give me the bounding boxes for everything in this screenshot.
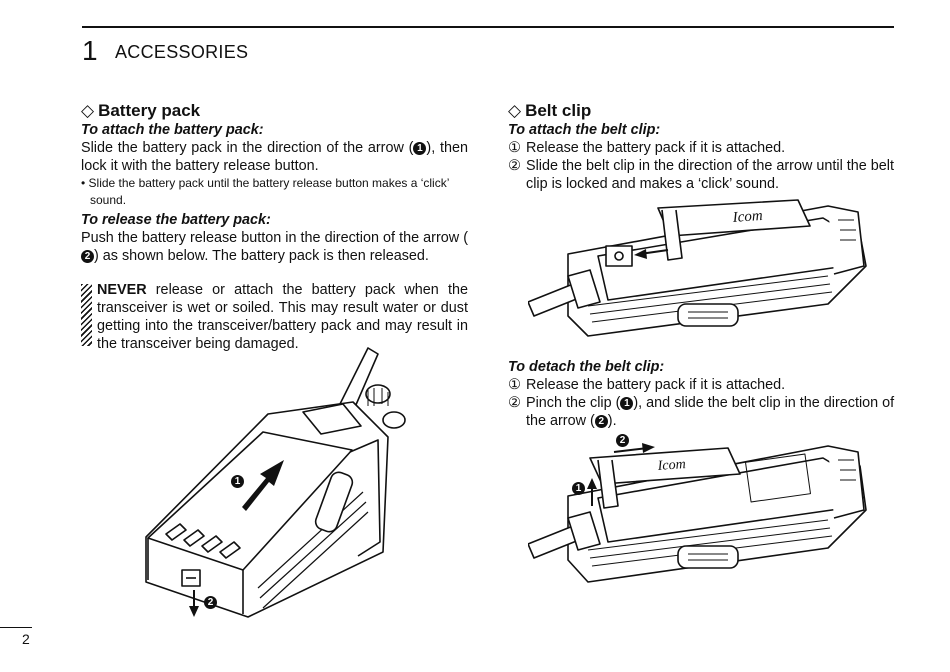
attach-clip-heading: To attach the belt clip:	[508, 122, 661, 138]
battery-pack-figure: 1 2	[138, 342, 418, 627]
battery-pack-section: ◇Battery pack To attach the battery pack…	[81, 101, 468, 353]
footer-rule	[0, 627, 32, 628]
figure-marker-1: 1	[572, 482, 585, 495]
figure-marker-1: 1	[231, 475, 244, 488]
attach-battery-note: • Slide the battery pack until the batte…	[81, 176, 449, 207]
battery-pack-title: ◇Battery pack	[81, 101, 201, 120]
icom-logo: Icom	[656, 457, 686, 474]
chapter-title: ACCESSORIES	[115, 42, 249, 62]
marker-2: 2	[81, 250, 94, 263]
marker-2: 2	[594, 415, 608, 428]
warning-block: NEVER release or attach the battery pack…	[81, 281, 468, 353]
attach-clip-figure: Icom	[528, 196, 873, 346]
marker-1: 1	[620, 397, 634, 410]
release-battery-text: Push the battery release button in the d…	[81, 230, 468, 264]
page-number: 2	[22, 631, 30, 647]
attach-battery-text: Slide the battery pack in the direction …	[81, 140, 468, 174]
icom-logo: Icom	[731, 208, 763, 226]
chapter-number: 1	[82, 35, 98, 66]
marker-1: 1	[413, 142, 427, 155]
diamond-icon: ◇	[81, 101, 95, 120]
warning-hatch-icon	[81, 284, 92, 346]
diamond-icon: ◇	[508, 101, 522, 120]
belt-clip-title: ◇Belt clip	[508, 101, 592, 120]
release-battery-heading: To release the battery pack:	[81, 212, 271, 228]
figure-marker-2: 2	[204, 596, 217, 609]
detach-clip-heading: To detach the belt clip:	[508, 359, 665, 375]
detach-clip-figure: Icom 2 1	[528, 432, 873, 587]
figure-marker-2: 2	[616, 434, 629, 447]
header-rule	[82, 26, 894, 28]
attach-battery-heading: To attach the battery pack:	[81, 122, 264, 138]
